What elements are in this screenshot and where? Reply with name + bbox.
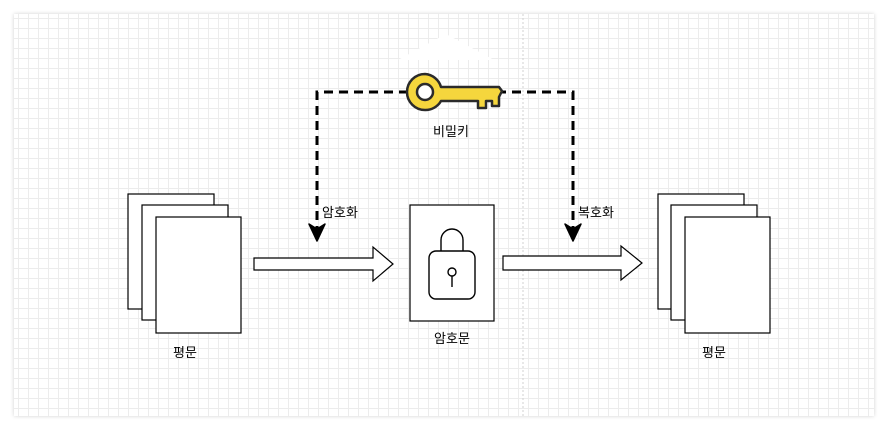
document-stack-icon-right [657, 193, 771, 334]
decrypt-arrowhead [564, 223, 582, 242]
plaintext-left-label: 평문 [173, 346, 197, 361]
key-background-patch [398, 34, 494, 60]
ciphertext-label: 암호문 [434, 332, 470, 347]
key-path-right [497, 90, 575, 228]
decrypt-label: 복호화 [578, 206, 614, 221]
plaintext-right-label: 평문 [702, 346, 726, 361]
encrypt-label: 암호화 [322, 206, 358, 221]
encrypt-flow-arrow [253, 245, 394, 283]
key-icon [405, 72, 504, 112]
key-path-left [315, 90, 408, 228]
decrypt-flow-arrow [502, 244, 643, 282]
encrypt-arrowhead [308, 223, 326, 242]
padlock-icon [428, 228, 476, 300]
secret-key-label: 비밀키 [433, 125, 469, 140]
document-stack-icon-left [127, 193, 242, 334]
